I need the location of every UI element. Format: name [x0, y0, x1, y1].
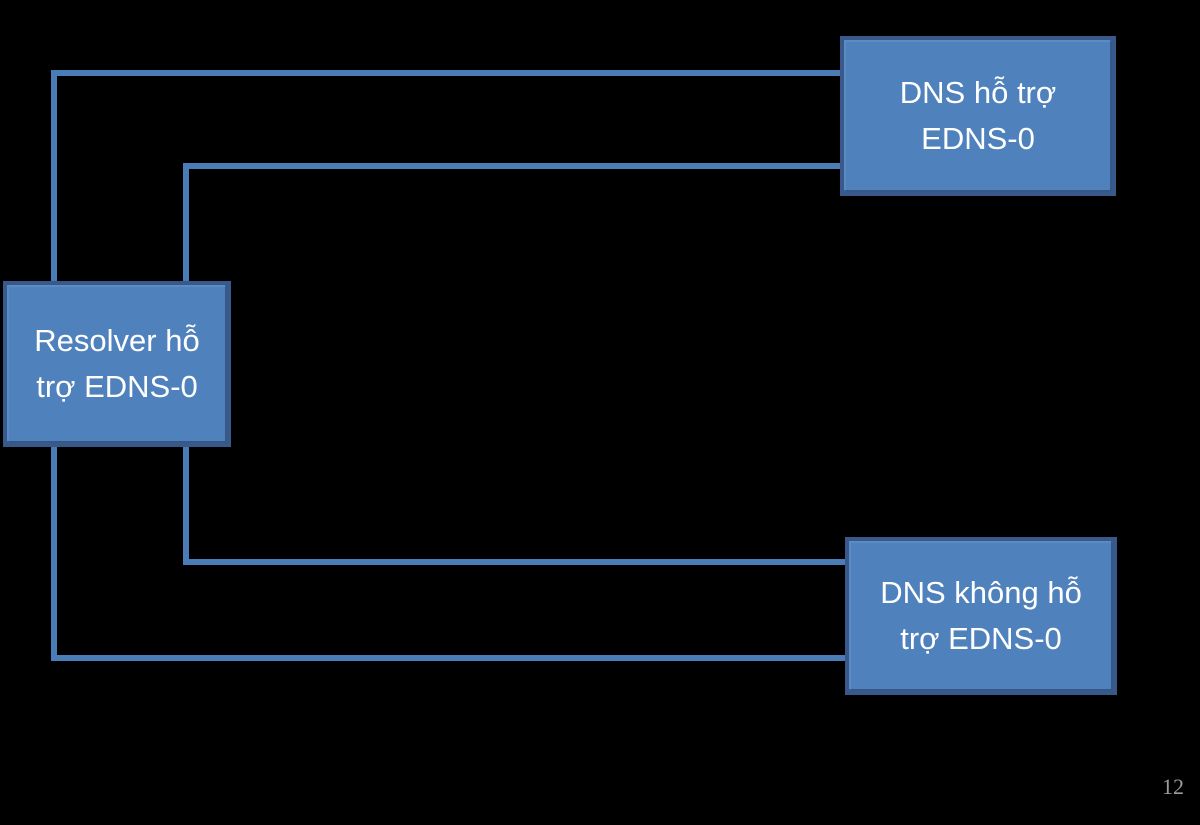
connector-top-horizontal-line [51, 70, 846, 76]
connector-bottom-horizontal-line [51, 655, 851, 661]
node-resolver-edns: Resolver hỗ trợ EDNS-0 [3, 281, 231, 447]
connector-lower-middle-horizontal-line [183, 559, 851, 565]
node-dns-no-support-edns: DNS không hỗ trợ EDNS-0 [845, 537, 1117, 695]
connector-upper-middle-horizontal-line [183, 163, 846, 169]
node-dns-no-support-edns-label: DNS không hỗ trợ EDNS-0 [880, 575, 1082, 656]
page-number: 12 [1162, 774, 1184, 799]
node-resolver-edns-label: Resolver hỗ trợ EDNS-0 [34, 323, 200, 404]
node-dns-supports-edns: DNS hỗ trợ EDNS-0 [840, 36, 1116, 196]
node-dns-supports-edns-label: DNS hỗ trợ EDNS-0 [899, 75, 1057, 156]
